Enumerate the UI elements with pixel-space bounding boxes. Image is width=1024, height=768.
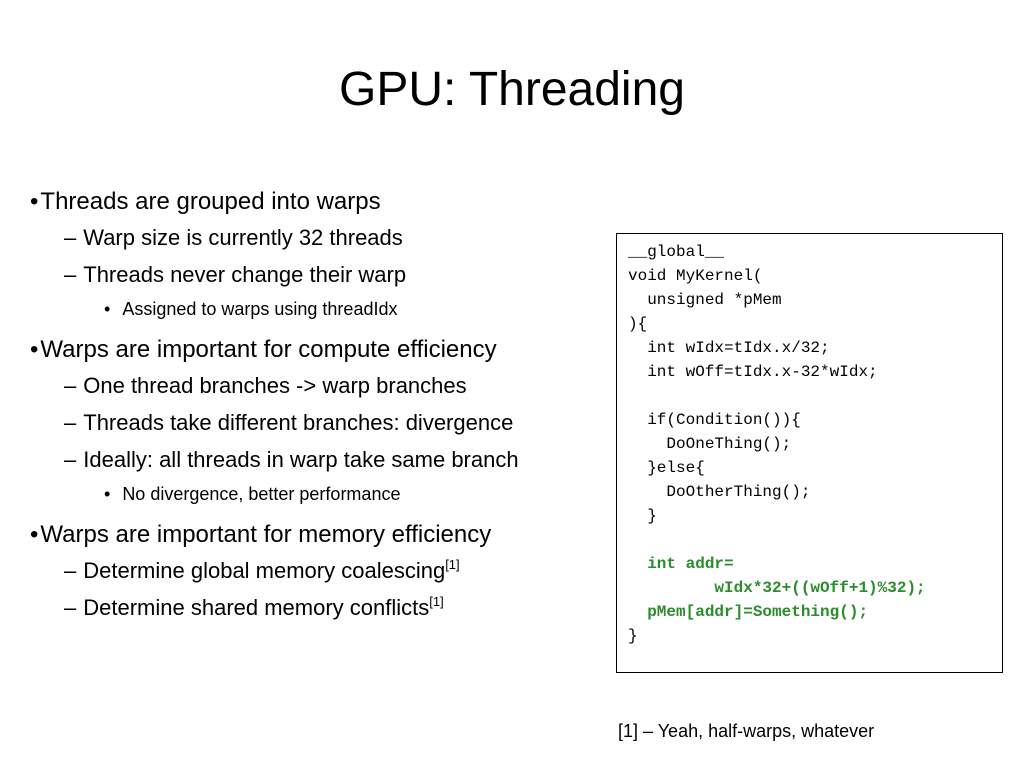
bullet-marker: – bbox=[64, 595, 77, 620]
code-line: DoOneThing(); bbox=[628, 435, 792, 453]
code-line-highlighted: wIdx*32+((wOff+1)%32); bbox=[628, 579, 926, 597]
bullet-item: –One thread branches -> warp branches bbox=[30, 371, 620, 408]
bullet-item: •Warps are important for compute efficie… bbox=[30, 334, 620, 371]
code-line: } bbox=[628, 507, 657, 525]
code-block: __global__ void MyKernel( unsigned *pMem… bbox=[616, 233, 1003, 673]
code-line-highlighted: int addr= bbox=[628, 555, 734, 573]
bullet-text: No divergence, better performance bbox=[122, 484, 401, 504]
code-line: } bbox=[628, 627, 638, 645]
code-line: unsigned *pMem bbox=[628, 291, 782, 309]
code-line bbox=[628, 384, 1002, 408]
bullet-text: Warps are important for compute efficien… bbox=[40, 336, 497, 363]
footnote: [1] – Yeah, half-warps, whatever bbox=[618, 721, 875, 741]
code-line: __global__ bbox=[628, 243, 725, 261]
bullet-marker: – bbox=[64, 558, 77, 583]
code-line: void MyKernel( bbox=[628, 267, 763, 285]
bullet-text: Assigned to warps using threadIdx bbox=[122, 299, 398, 319]
code-line: int wOff=tIdx.x-32*wIdx; bbox=[628, 363, 878, 381]
code-line-highlighted: pMem[addr]=Something(); bbox=[628, 603, 869, 621]
bullet-item: • No divergence, better performance bbox=[30, 482, 620, 519]
code-line bbox=[628, 528, 1002, 552]
bullet-text: One thread branches -> warp branches bbox=[83, 373, 467, 398]
footnote-ref: [1] bbox=[429, 594, 444, 609]
bullet-item: –Ideally: all threads in warp take same … bbox=[30, 445, 620, 482]
bullet-item: –Determine shared memory conflicts[1] bbox=[30, 593, 620, 630]
bullet-marker: • bbox=[30, 521, 39, 548]
bullet-text: Warps are important for memory efficienc… bbox=[40, 521, 492, 548]
bullet-item: • Assigned to warps using threadIdx bbox=[30, 297, 620, 334]
bullet-text: Threads are grouped into warps bbox=[40, 188, 381, 215]
bullet-marker: • bbox=[30, 188, 39, 215]
bullet-item: •Threads are grouped into warps bbox=[30, 186, 620, 223]
bullet-marker: – bbox=[64, 410, 77, 435]
footnote-ref: [1] bbox=[445, 557, 460, 572]
bullet-marker: – bbox=[64, 225, 77, 250]
bullet-list: •Threads are grouped into warps –Warp si… bbox=[30, 186, 620, 630]
code-line: DoOtherThing(); bbox=[628, 483, 811, 501]
bullet-text: Threads take different branches: diverge… bbox=[83, 410, 514, 435]
bullet-item: –Threads never change their warp bbox=[30, 260, 620, 297]
code-line: ){ bbox=[628, 315, 648, 333]
bullet-marker: – bbox=[64, 262, 77, 287]
bullet-text: Determine global memory coalescing bbox=[83, 558, 446, 583]
bullet-marker: • bbox=[30, 336, 39, 363]
bullet-item: –Determine global memory coalescing[1] bbox=[30, 556, 620, 593]
bullet-marker: – bbox=[64, 373, 77, 398]
bullet-item: •Warps are important for memory efficien… bbox=[30, 519, 620, 556]
bullet-item: –Threads take different branches: diverg… bbox=[30, 408, 620, 445]
bullet-text: Ideally: all threads in warp take same b… bbox=[83, 447, 519, 472]
bullet-text: Threads never change their warp bbox=[83, 262, 407, 287]
bullet-marker: • bbox=[104, 484, 111, 504]
code-line: int wIdx=tIdx.x/32; bbox=[628, 339, 830, 357]
code-line: if(Condition()){ bbox=[628, 411, 801, 429]
slide-title: GPU: Threading bbox=[339, 63, 685, 116]
bullet-item: –Warp size is currently 32 threads bbox=[30, 223, 620, 260]
bullet-marker: – bbox=[64, 447, 77, 472]
code-line: }else{ bbox=[628, 459, 705, 477]
bullet-text: Warp size is currently 32 threads bbox=[83, 225, 403, 250]
bullet-marker: • bbox=[104, 299, 111, 319]
bullet-text: Determine shared memory conflicts bbox=[83, 595, 430, 620]
